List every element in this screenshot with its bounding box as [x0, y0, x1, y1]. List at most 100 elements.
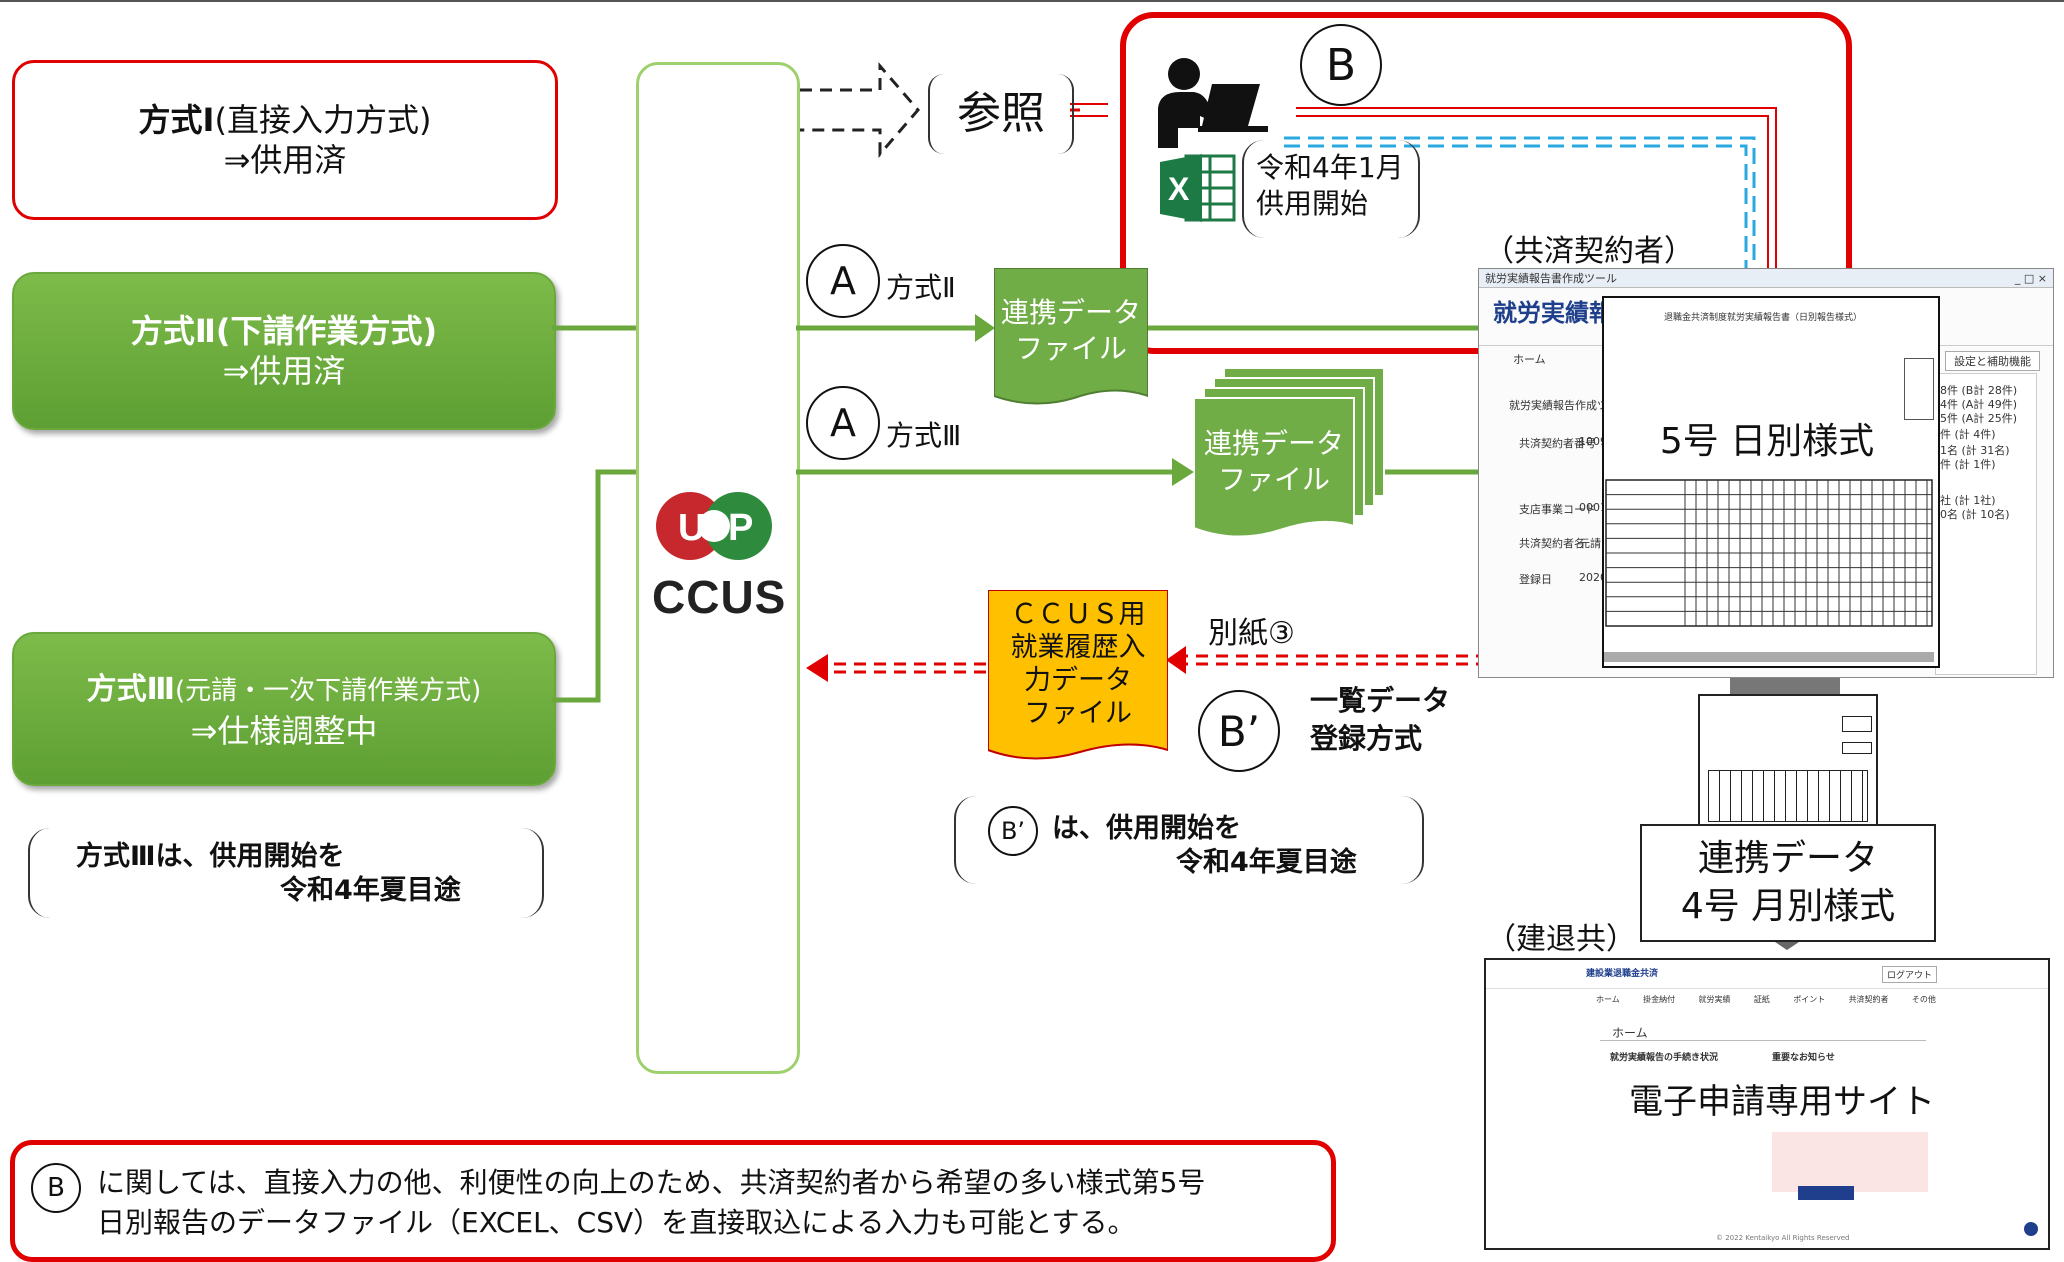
kyosai-value-3: 0001	[1579, 501, 1607, 514]
ccus-logo-mark: U P	[656, 492, 772, 560]
bprime-arrowhead-2	[806, 654, 828, 682]
person-at-laptop-icon	[1158, 58, 1268, 148]
bprime-file-line1: ＣＣＵＳ用	[1010, 599, 1146, 630]
monthly-line2: 4号 月別様式	[1680, 886, 1896, 927]
kentaikyo-help-icon[interactable]	[2024, 1222, 2038, 1236]
method-1-title: 方式Ⅰ	[138, 101, 215, 139]
monitor-stand	[1730, 676, 1840, 694]
reference-label: 参照	[928, 74, 1074, 154]
b-red-line-outer	[1296, 107, 1777, 278]
svg-text:X: X	[1168, 171, 1190, 207]
method-3-title: 方式Ⅲ	[86, 671, 176, 707]
method-3-subtitle: (元請・一次下請作業方式)	[175, 675, 482, 706]
svg-text:U: U	[678, 507, 705, 549]
a2-label: 方式Ⅱ	[886, 271, 956, 304]
reference-arrow	[800, 61, 920, 159]
kyosai-counts-panel: 8件 (B計 28件) 4件 (A計 49件) 5件 (A計 25件) 件 (計…	[1935, 373, 2037, 675]
daily-form-sheet: 退職金共済制度就労実績報告書（日別報告様式）	[1602, 296, 1940, 668]
kentaikyo-footer: © 2022 Kentaikyo All Rights Reserved	[1716, 1234, 1850, 1242]
kyosai-field-3: 支店事業コード	[1519, 503, 1596, 516]
daily-form-heading: 退職金共済制度就労実績報告書（日別報告様式）	[1664, 313, 1863, 323]
kentaikyo-action-button[interactable]	[1798, 1186, 1854, 1200]
bprime-note: B’ は、供用開始を 令和4年夏目途	[954, 796, 1424, 884]
bprime-circle: B’	[1198, 690, 1280, 772]
bprime-note-line2: 令和4年夏目途	[1176, 847, 1357, 878]
count-6: 件 (計 1件)	[1940, 458, 1996, 471]
kentaikyo-nav-1[interactable]: 掛金納付	[1643, 995, 1676, 1004]
monthly-form-grid	[1708, 770, 1868, 822]
a2-data-file-shape	[994, 268, 1148, 405]
bprime-arrowhead-1	[1166, 646, 1186, 674]
kentaikyo-nav-5[interactable]: 共済契約者	[1848, 995, 1889, 1004]
kentaikyo-nav: ホーム 掛金納付 就労実績 証紙 ポイント 共済契約者 その他	[1596, 994, 1936, 1016]
kyosai-field-1: 就労実績報告作成ツー	[1509, 399, 1619, 412]
kyosai-label: （共済契約者）	[1484, 234, 1694, 269]
bottom-note-line1: に関しては、直接入力の他、利便性の向上のため、共済契約者から希望の多い様式第5号	[97, 1166, 1206, 1199]
b-start-note: 令和4年1月 供用開始	[1242, 140, 1420, 238]
kyosai-value-4: 元請	[1579, 537, 1601, 550]
bottom-note-box: B に関しては、直接入力の他、利便性の向上のため、共済契約者から希望の多い様式第…	[10, 1140, 1336, 1262]
top-rule	[0, 0, 2064, 2]
m3-ccus-line	[552, 469, 636, 703]
kentaikyo-logout[interactable]: ログアウト	[1882, 966, 1938, 983]
method-2-title: 方式Ⅱ	[130, 312, 216, 350]
a3-file-line2: ファイル	[1217, 463, 1330, 496]
section-b-circle: B	[1300, 24, 1382, 106]
kyosai-value-2: 1009	[1579, 435, 1607, 448]
kentaikyo-nav-3[interactable]: 証紙	[1753, 995, 1770, 1004]
kentaikyo-home-title: ホーム	[1612, 1026, 1648, 1040]
method-3-note-line1: 方式Ⅲは、供用開始を	[76, 841, 345, 872]
method-3-box: 方式Ⅲ(元請・一次下請作業方式) ⇒仕様調整中	[12, 632, 556, 786]
method-2-box: 方式Ⅱ(下請作業方式) ⇒供用済	[12, 272, 556, 430]
kentaikyo-panel-2: 重要なお知らせ	[1772, 1053, 1835, 1063]
kentaikyo-notice-area	[1772, 1132, 1928, 1192]
b-blue-dash-outer	[1284, 136, 1756, 278]
bottom-note-text: に関しては、直接入力の他、利便性の向上のため、共済契約者から希望の多い様式第5号…	[97, 1163, 1205, 1243]
bottom-note-line2: 日別報告のデータファイル（EXCEL、CSV）を直接取込による入力も可能とする。	[97, 1206, 1136, 1239]
bprime-file-line2: 就業履歴入	[1010, 632, 1146, 663]
a2-circle: A	[806, 244, 880, 318]
bprime-file-shape	[988, 590, 1168, 760]
kentaikyo-nav-home[interactable]: ホーム	[1596, 995, 1620, 1004]
a2-data-file: 連携データ ファイル	[994, 284, 1148, 378]
kentaikyo-site-overlay: 電子申請専用サイト	[1572, 1068, 1992, 1128]
kyosai-window-buttons[interactable]: _ □ ×	[2014, 271, 2047, 285]
monthly-label-box: 連携データ 4号 月別様式	[1640, 824, 1936, 942]
kentaikyo-nav-4[interactable]: ポイント	[1793, 995, 1826, 1004]
daily-form-grid	[1605, 479, 1933, 627]
a2-arrowhead-1	[975, 314, 995, 342]
kyosai-menu-home[interactable]: ホーム	[1513, 353, 1546, 366]
count-3: 5件 (A計 25件)	[1940, 412, 2018, 425]
count-1: 8件 (B計 28件)	[1940, 384, 2018, 397]
kentaikyo-label: （建退共）	[1486, 922, 1636, 957]
method-1-box: 方式Ⅰ(直接入力方式) ⇒供用済	[12, 60, 558, 220]
a3-circle: A	[806, 386, 880, 460]
kentaikyo-nav-2[interactable]: 就労実績	[1698, 995, 1731, 1004]
kentaikyo-nav-6[interactable]: その他	[1911, 995, 1936, 1004]
a3-multi-file-shape	[1194, 368, 1385, 538]
count-5: 1名 (計 31名)	[1940, 444, 2010, 457]
b-start-line1: 令和4年1月	[1256, 151, 1404, 184]
kyosai-field-4: 共済契約者名	[1519, 537, 1585, 550]
a2-file-line2: ファイル	[1014, 332, 1127, 365]
monthly-line1: 連携データ	[1697, 838, 1878, 879]
ccus-logo: U P CCUS	[652, 482, 788, 623]
bprime-file-line3: 力データ	[1024, 665, 1132, 696]
kentaikyo-panel-1: 就労実績報告の手続き状況	[1610, 1053, 1719, 1063]
kyosai-menu-settings[interactable]: 設定と補助機能	[1945, 351, 2040, 371]
method-3-status: ⇒仕様調整中	[190, 711, 378, 750]
a3-file-line1: 連携データ	[1203, 427, 1344, 460]
a3-arrowhead-1	[1172, 458, 1194, 486]
b-blue-dash-inner	[1284, 144, 1748, 278]
count-4: 件 (計 4件)	[1940, 428, 1996, 441]
method-3-note: 方式Ⅲは、供用開始を 令和4年夏目途	[28, 828, 544, 918]
method-1-subtitle: (直接入力方式)	[214, 101, 432, 139]
kyosai-field-2: 共済契約者番号	[1519, 437, 1596, 450]
ccus-logo-text: CCUS	[652, 571, 787, 623]
bprime-note-circle: B’	[988, 806, 1038, 856]
a2-file-line1: 連携データ	[1000, 296, 1141, 329]
b-red-line-inner	[1296, 115, 1769, 278]
kyosai-titlebar: 就労実績報告書作成ツール _ □ ×	[1479, 269, 2053, 288]
count-7: 社 (計 1社)	[1940, 494, 1996, 507]
